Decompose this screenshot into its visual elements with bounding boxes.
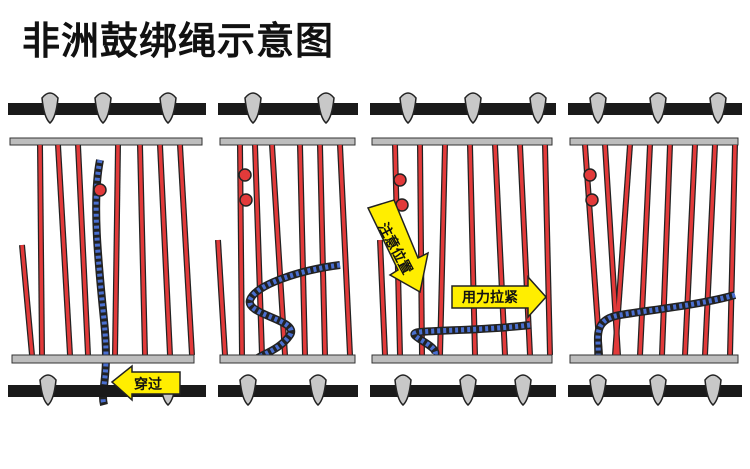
page-title: 非洲鼓绑绳示意图: [22, 19, 335, 63]
bottom-ring: [11, 354, 195, 364]
top-ring: [219, 137, 356, 146]
bottom-ring: [371, 354, 553, 364]
panel-3: 注意位置 用力拉紧: [366, 92, 556, 406]
top-bar: [218, 103, 358, 115]
top-knots: [41, 92, 177, 124]
arrow-attention: [366, 199, 430, 294]
bottom-ring: [569, 354, 739, 364]
top-ring: [9, 137, 203, 146]
panel-4: [568, 92, 742, 406]
top-bar: [370, 103, 556, 115]
arrow-pull-tight: [451, 275, 548, 319]
panel-1: 穿过: [8, 92, 206, 407]
label-pull-tight: 用力拉紧: [462, 289, 518, 306]
label-pass-through: 穿过: [134, 376, 162, 393]
knot: [93, 183, 107, 197]
top-ring: [371, 137, 553, 146]
arrow-pass-through: [110, 364, 181, 402]
top-ring: [569, 137, 739, 146]
bottom-bar: [218, 385, 358, 397]
blue-rope: [245, 261, 341, 364]
panel-2: [215, 92, 358, 406]
bottom-ring: [219, 354, 356, 364]
